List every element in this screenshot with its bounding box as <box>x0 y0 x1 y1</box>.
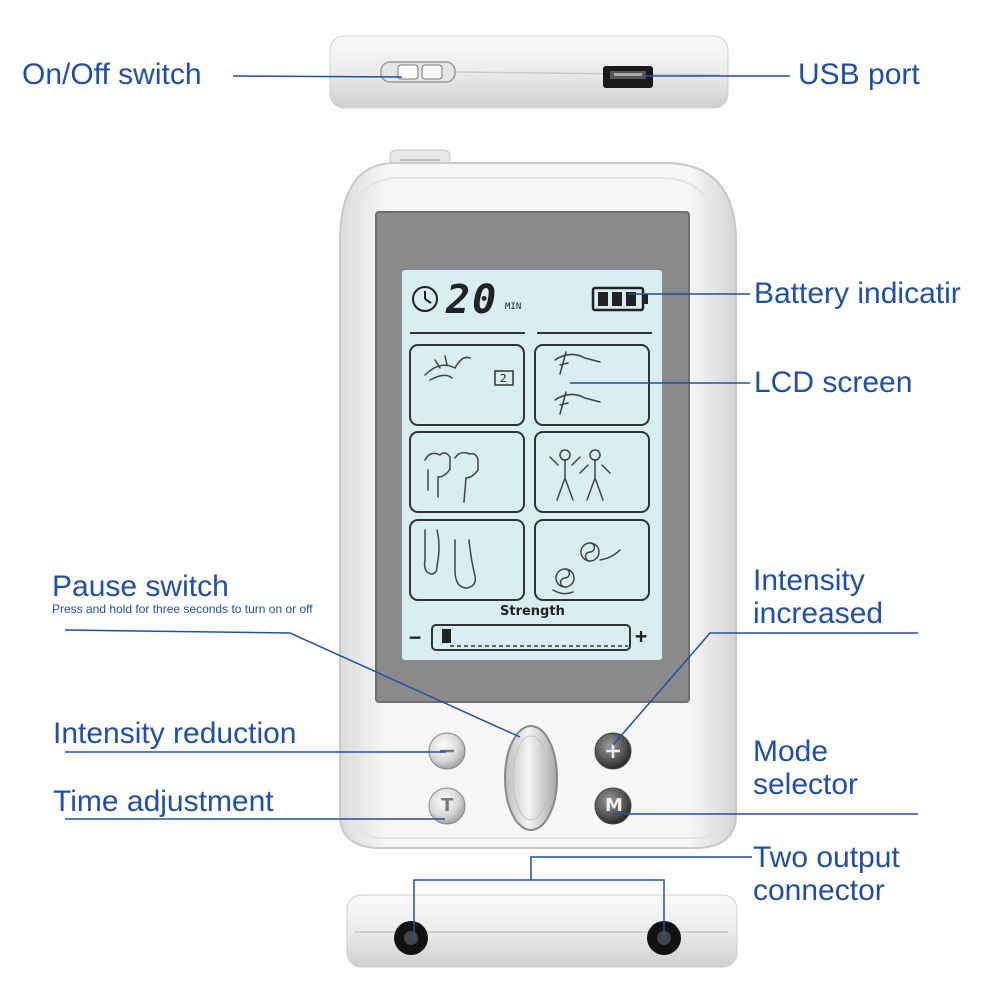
time-button[interactable] <box>428 787 466 825</box>
intensity-up-button[interactable] <box>594 732 632 770</box>
label-usb-port: USB port <box>798 58 920 91</box>
label-pause-switch: Pause switch <box>52 570 229 603</box>
yin-yang-icon <box>552 542 621 595</box>
on-off-switch[interactable] <box>380 61 456 83</box>
program-tile-5 <box>409 519 525 601</box>
device-top-edge <box>329 35 729 109</box>
program-tile-3 <box>409 431 525 513</box>
label-pause-note: Press and hold for three seconds to turn… <box>52 602 313 616</box>
label-battery-indicator: Battery indicatir <box>754 277 961 310</box>
program-tile-4 <box>534 431 650 513</box>
program-tiles <box>409 344 650 601</box>
usb-port[interactable] <box>603 66 653 88</box>
battery-bar <box>612 292 622 306</box>
label-two-output-line2: connector <box>753 874 885 907</box>
battery-bar <box>626 292 636 306</box>
time-button-letter: T <box>441 795 454 816</box>
program-tile-2 <box>534 344 650 426</box>
label-on-off-switch: On/Off switch <box>22 58 202 91</box>
label-lcd-screen: LCD screen <box>754 366 913 399</box>
label-intensity-increased-line1: Intensity <box>753 564 865 597</box>
timer-unit: MIN <box>505 302 522 312</box>
battery-icon <box>591 286 648 312</box>
label-two-output-line1: Two output <box>753 841 900 874</box>
strength-level-fill <box>442 629 451 643</box>
clock-icon <box>412 286 438 312</box>
label-time-adjustment: Time adjustment <box>53 785 274 818</box>
strength-minus: − <box>409 625 422 649</box>
label-intensity-increased-line2: increased <box>753 597 884 630</box>
program-badge-box <box>494 370 514 386</box>
pause-button[interactable] <box>504 725 558 831</box>
output-jack-left[interactable] <box>394 921 428 955</box>
device-bottom-edge <box>346 894 738 968</box>
timer-value: 20 <box>446 277 499 323</box>
label-mode-selector-line2: selector <box>753 768 859 801</box>
hand-massage-icon <box>554 351 601 415</box>
strength-plus: + <box>635 624 648 648</box>
body-figures-icon <box>549 449 611 501</box>
label-intensity-reduction: Intensity reduction <box>53 717 297 750</box>
mode-button-letter: M <box>605 795 623 816</box>
intensity-down-button[interactable] <box>428 732 466 770</box>
fist-icon <box>424 451 479 503</box>
feet-icon <box>423 529 477 589</box>
output-jack-right[interactable] <box>647 921 681 955</box>
battery-bar <box>598 292 608 306</box>
label-mode-selector-line1: Mode <box>753 735 829 768</box>
program-tile-6 <box>534 519 650 601</box>
lcd-screen <box>402 270 662 660</box>
mode-button[interactable] <box>594 787 632 825</box>
program-tile-1 <box>409 344 525 426</box>
strength-label: Strength <box>500 604 565 619</box>
program-badge: 2 <box>500 372 507 385</box>
arm-massage-icon <box>424 355 471 381</box>
